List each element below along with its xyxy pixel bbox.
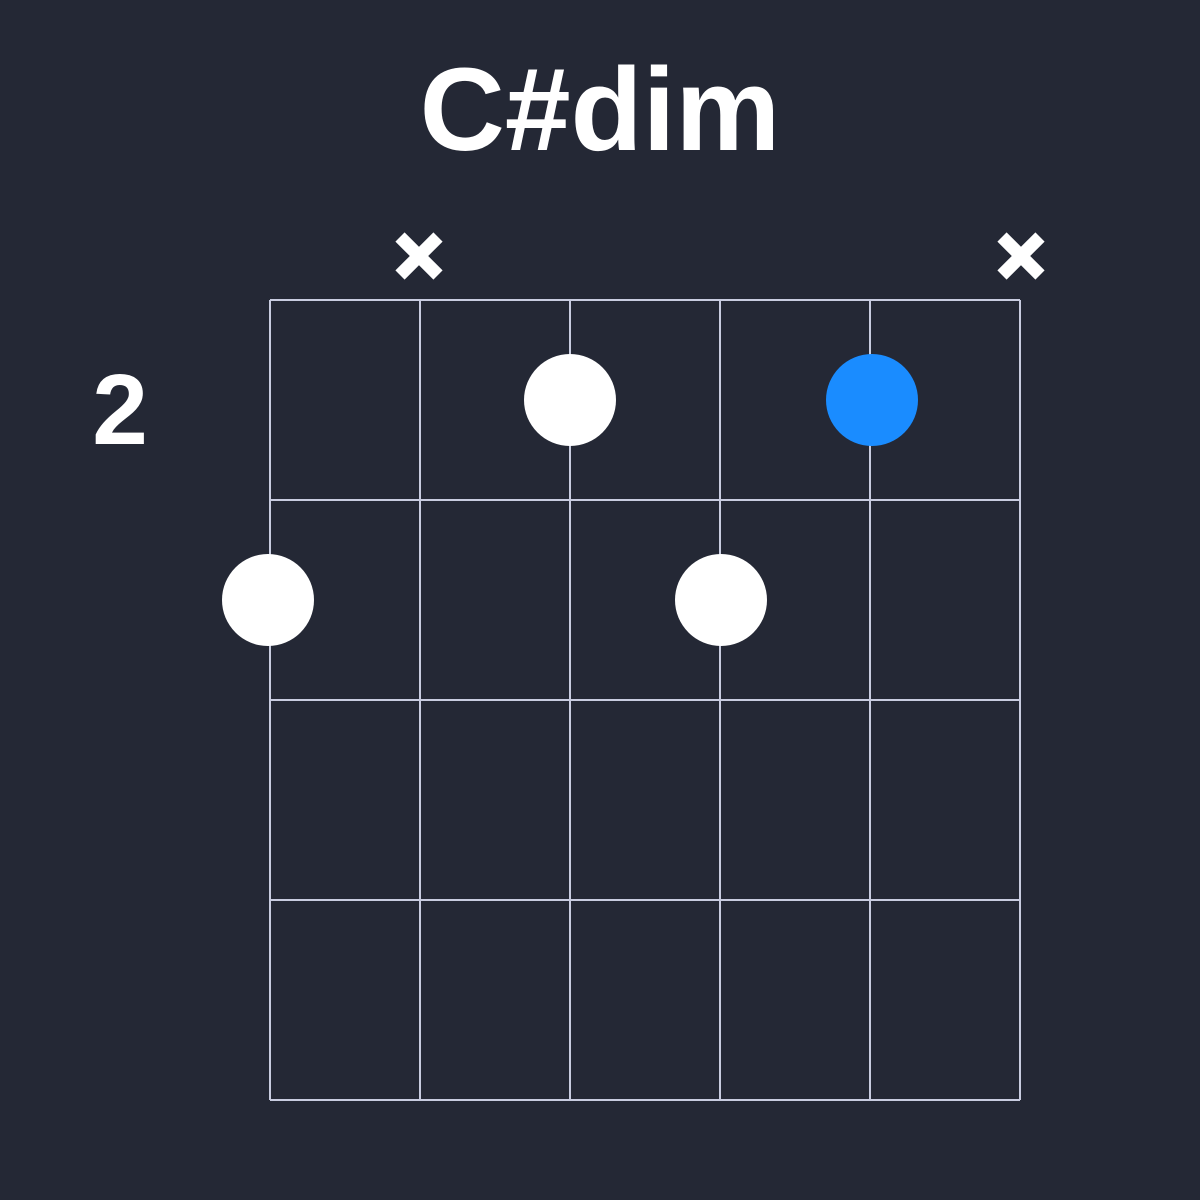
muted-string-icon xyxy=(395,232,443,280)
root-finger-dot xyxy=(826,354,918,446)
finger-dot xyxy=(222,554,314,646)
start-fret-label: 2 xyxy=(92,354,148,466)
chord-title: C#dim xyxy=(419,44,781,176)
finger-dot xyxy=(524,354,616,446)
muted-string-icon xyxy=(997,232,1045,280)
finger-dot xyxy=(675,554,767,646)
